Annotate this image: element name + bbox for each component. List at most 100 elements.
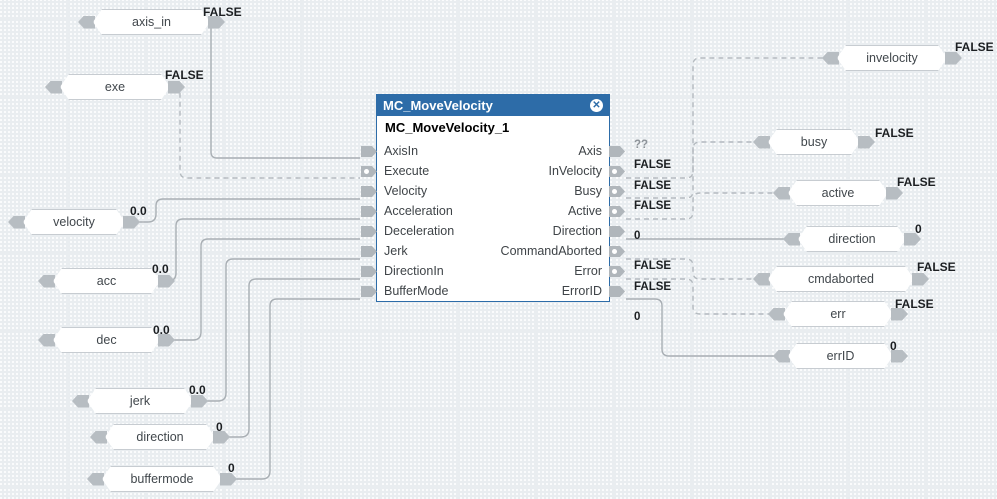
close-icon[interactable]: ✕ <box>590 99 603 112</box>
variable-connector-right[interactable] <box>158 333 175 347</box>
variable-connector-right[interactable] <box>912 272 929 286</box>
input-variable-acc[interactable]: acc <box>38 268 175 294</box>
output-pin-error[interactable]: Error <box>574 264 602 278</box>
variable-connector-left[interactable] <box>38 333 55 347</box>
variable-connector-right[interactable] <box>858 135 875 149</box>
variable-connector-right[interactable] <box>891 349 908 363</box>
output-pin-busy[interactable]: Busy <box>574 184 602 198</box>
output-variable-cmdaborted[interactable]: cmdaborted <box>753 266 929 292</box>
output-pin-active[interactable]: Active <box>567 204 602 218</box>
input-pin-execute[interactable]: Execute <box>384 164 430 178</box>
variable-connector-left[interactable] <box>78 15 95 29</box>
variable-connector-right[interactable] <box>945 51 962 65</box>
pin-row: DirectionIn Error <box>377 261 609 281</box>
output-variable-invelocity[interactable]: invelocity <box>822 45 962 71</box>
variable-connector-left[interactable] <box>753 135 770 149</box>
input-variable-jerk[interactable]: jerk <box>72 388 208 414</box>
input-connector-execute[interactable] <box>361 166 377 177</box>
wire-out-active <box>626 192 775 220</box>
output-pin-direction[interactable]: Direction <box>552 224 602 238</box>
output-value-direction: 0 <box>634 230 641 242</box>
input-pin-acceleration[interactable]: Acceleration <box>384 204 453 218</box>
output-pin-axis[interactable]: Axis <box>578 144 602 158</box>
output-variable-busy[interactable]: busy <box>753 129 875 155</box>
variable-connector-right[interactable] <box>904 232 921 246</box>
output-connector-error[interactable] <box>609 266 625 277</box>
input-variable-value-buffermode: 0 <box>228 461 235 475</box>
input-variable-dec[interactable]: dec <box>38 327 175 353</box>
output-connector-axis[interactable] <box>609 146 625 157</box>
variable-connector-left[interactable] <box>773 186 790 200</box>
output-connector-active[interactable] <box>609 206 625 217</box>
variable-connector-left[interactable] <box>8 215 25 229</box>
output-connector-errorid[interactable] <box>609 286 625 297</box>
bool-dot <box>612 169 617 174</box>
variable-connector-right[interactable] <box>208 15 225 29</box>
input-connector-velocity[interactable] <box>361 186 377 197</box>
variable-connector-left[interactable] <box>87 472 104 486</box>
wire-direction-in <box>200 278 360 438</box>
output-connector-invelocity[interactable] <box>609 166 625 177</box>
input-variable-value-jerk: 0.0 <box>189 383 206 397</box>
variable-connector-left[interactable] <box>822 51 839 65</box>
bool-dot <box>364 169 369 174</box>
variable-connector-right[interactable] <box>168 80 185 94</box>
input-variable-velocity[interactable]: velocity <box>8 209 140 235</box>
variable-label: invelocity <box>837 45 947 71</box>
pin-row: Deceleration Direction <box>377 221 609 241</box>
input-pin-directionin[interactable]: DirectionIn <box>384 264 444 278</box>
output-connector-commandaborted[interactable] <box>609 246 625 257</box>
input-variable-direction[interactable]: direction <box>90 424 230 450</box>
output-variable-direction[interactable]: direction <box>783 226 921 252</box>
input-pin-jerk[interactable]: Jerk <box>384 244 408 258</box>
instance-name: MC_MoveVelocity_1 <box>377 116 609 141</box>
function-block-mc-movevelocity[interactable]: MC_MoveVelocity ✕ MC_MoveVelocity_1 Axis… <box>361 94 625 302</box>
input-connector-buffermode[interactable] <box>361 286 377 297</box>
output-variable-errID[interactable]: errID <box>773 343 908 369</box>
input-connector-jerk[interactable] <box>361 246 377 257</box>
output-value-busy: FALSE <box>634 180 672 192</box>
output-pin-errorid[interactable]: ErrorID <box>561 284 602 298</box>
variable-connector-right[interactable] <box>158 274 175 288</box>
variable-connector-left[interactable] <box>45 80 62 94</box>
input-variable-buffermode[interactable]: buffermode <box>87 466 237 492</box>
variable-connector-right[interactable] <box>220 472 237 486</box>
input-pin-deceleration[interactable]: Deceleration <box>384 224 455 238</box>
input-connector-acceleration[interactable] <box>361 206 377 217</box>
input-connector-deceleration[interactable] <box>361 226 377 237</box>
input-variable-axis_in[interactable]: axis_in <box>78 9 225 35</box>
wire-acc <box>145 218 360 282</box>
variable-connector-left[interactable] <box>72 394 89 408</box>
variable-label: jerk <box>87 388 193 414</box>
variable-connector-right[interactable] <box>213 430 230 444</box>
variable-label: velocity <box>23 209 125 235</box>
output-pin-commandaborted[interactable]: CommandAborted <box>500 244 602 258</box>
output-connector-direction[interactable] <box>609 226 625 237</box>
variable-connector-right[interactable] <box>123 215 140 229</box>
variable-connector-left[interactable] <box>773 349 790 363</box>
variable-label: exe <box>60 74 170 100</box>
input-variable-exe[interactable]: exe <box>45 74 185 100</box>
bool-dot <box>612 209 617 214</box>
wire-out-busy <box>626 141 755 199</box>
input-pin-velocity[interactable]: Velocity <box>384 184 428 198</box>
output-variable-err[interactable]: err <box>768 301 908 327</box>
variable-connector-right[interactable] <box>891 307 908 321</box>
input-connector-directionin[interactable] <box>361 266 377 277</box>
input-pin-buffermode[interactable]: BufferMode <box>384 284 449 298</box>
output-pin-invelocity[interactable]: InVelocity <box>548 164 602 178</box>
input-connector-axisin[interactable] <box>361 146 377 157</box>
input-pin-axisin[interactable]: AxisIn <box>384 144 419 158</box>
variable-connector-left[interactable] <box>783 232 800 246</box>
variable-connector-left[interactable] <box>38 274 55 288</box>
variable-connector-right[interactable] <box>191 394 208 408</box>
output-connector-busy[interactable] <box>609 186 625 197</box>
output-variable-value-busy: FALSE <box>875 126 914 140</box>
function-block-titlebar[interactable]: MC_MoveVelocity ✕ <box>377 95 609 116</box>
output-variable-active[interactable]: active <box>773 180 903 206</box>
variable-connector-right[interactable] <box>886 186 903 200</box>
variable-connector-left[interactable] <box>768 307 785 321</box>
variable-connector-left[interactable] <box>90 430 107 444</box>
variable-connector-left[interactable] <box>753 272 770 286</box>
